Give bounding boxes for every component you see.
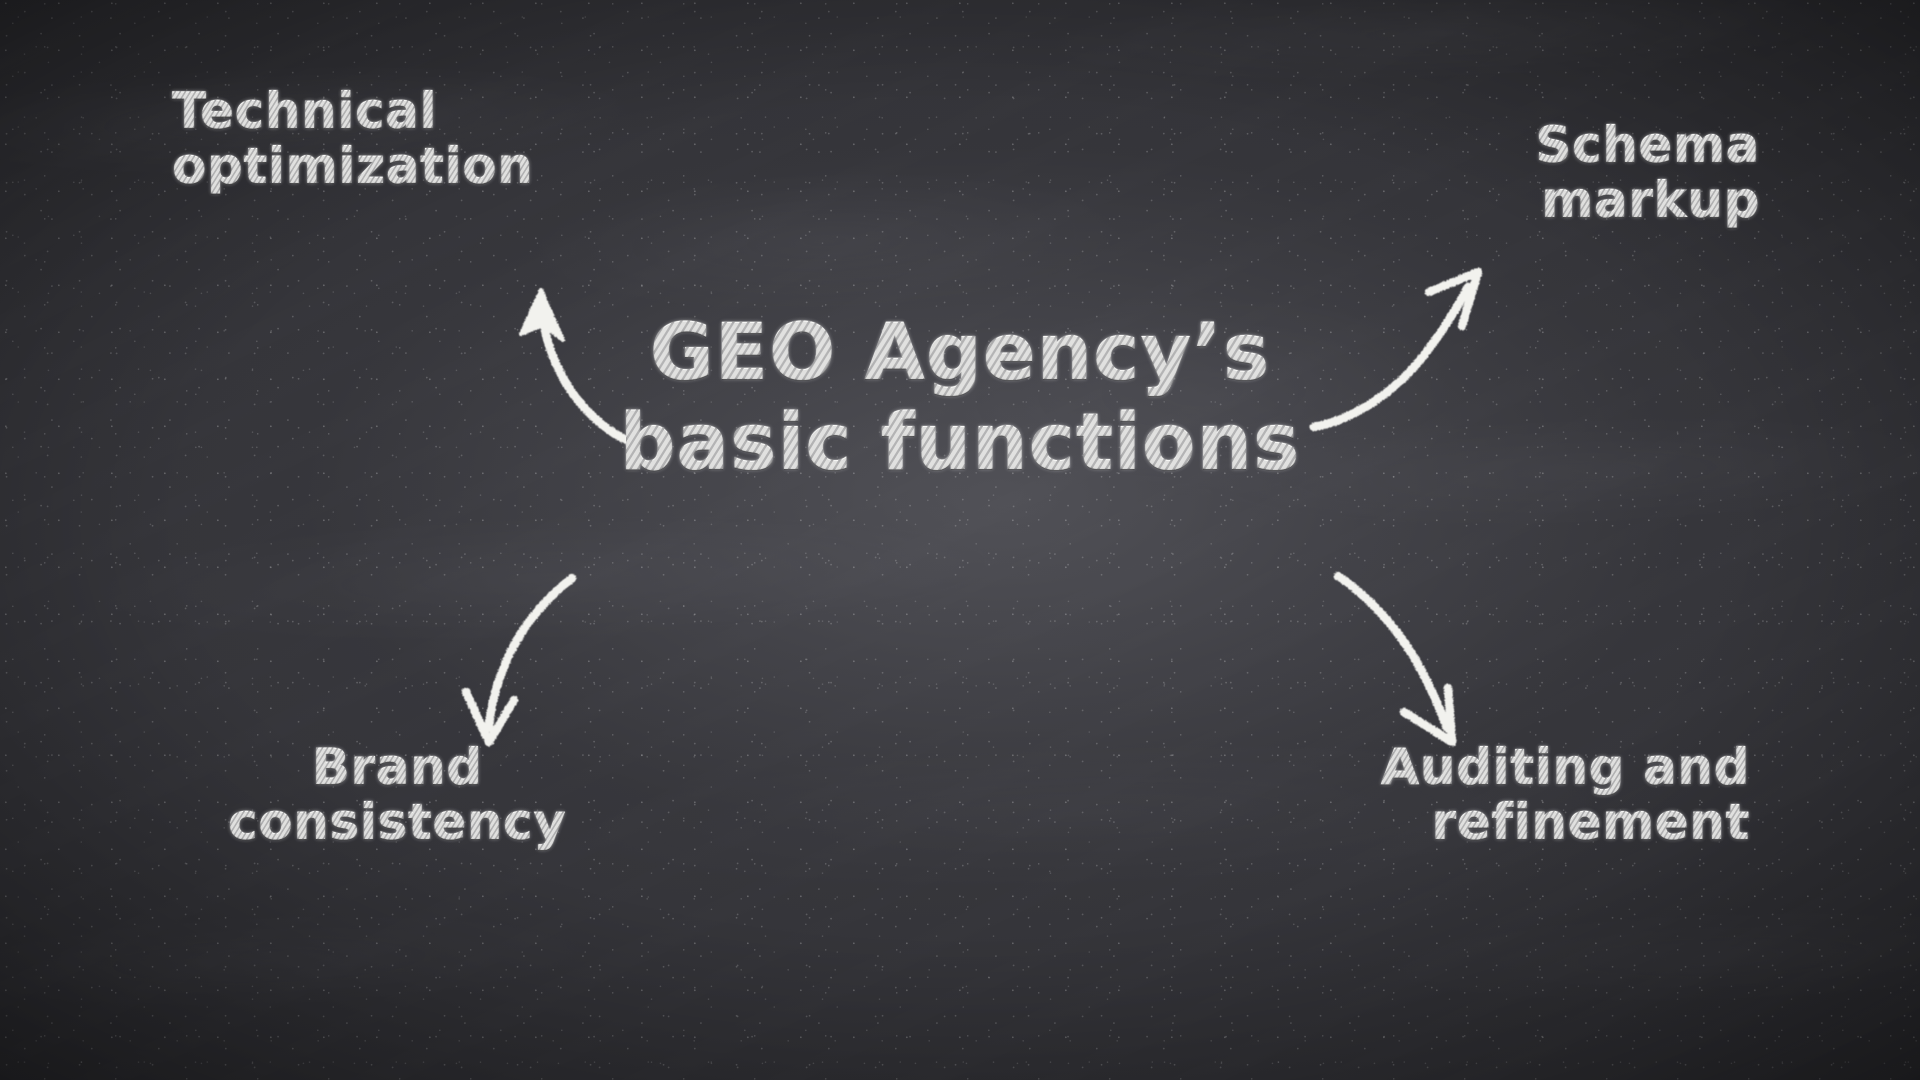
node-technical-line2-text: optimization [172,139,534,195]
center-title-line2: basic functions [620,398,1301,489]
node-auditing-refinement: Auditing and refinement [1381,740,1751,851]
node-brand-line2-text: consistency [228,795,567,851]
node-schema-markup: Schema markup [1535,118,1760,229]
center-title-line2-text: basic functions [620,398,1301,489]
node-brand-line1-text: Brand [312,740,483,796]
node-brand-line2: consistency [228,795,567,851]
node-technical-optimization: Technical optimization [172,84,534,195]
node-auditing-line2-text: refinement [1432,795,1751,851]
node-schema-line1: Schema [1535,118,1760,174]
center-title: GEO Agency’s basic functions [620,308,1301,489]
node-auditing-line1: Auditing and [1381,740,1751,796]
node-schema-line1-text: Schema [1535,118,1760,174]
center-title-line1-text: GEO Agency’s [650,308,1271,399]
node-brand-consistency: Brand consistency [228,740,567,851]
node-auditing-line2: refinement [1381,795,1751,851]
node-schema-line2-text: markup [1541,173,1760,229]
node-technical-line1-text: Technical [172,84,438,140]
node-auditing-line1-text: Auditing and [1381,740,1751,796]
node-technical-line1: Technical [172,84,533,140]
node-technical-line2: optimization [172,139,534,195]
node-brand-line1: Brand [228,740,567,796]
node-schema-line2: markup [1535,173,1760,229]
center-title-line1: GEO Agency’s [620,308,1301,399]
